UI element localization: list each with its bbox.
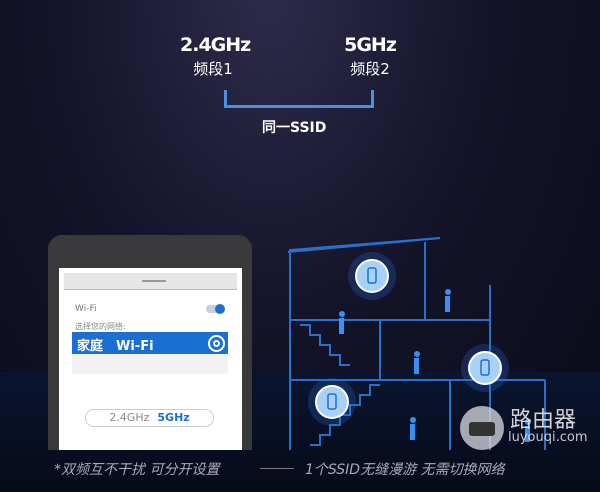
- select-network-label: 选择您的网络:: [75, 322, 126, 331]
- ssid-label: 同一SSID: [262, 120, 327, 136]
- house-diagram: [287, 237, 546, 450]
- watermark-logo: 路由器 luyouqi.com: [460, 402, 600, 454]
- top-bar: [64, 273, 237, 290]
- router-node-3: [308, 378, 356, 426]
- caption-right: 1个SSID无缝漫游 无需切换网络: [305, 462, 505, 478]
- band-2: 5GHz 频段2: [340, 34, 400, 79]
- watermark-name: 路由器: [510, 408, 577, 433]
- band-2-freq: 5GHz: [344, 34, 397, 56]
- caption-left: *双频互不干扰 可分开设置: [54, 462, 220, 478]
- phone: Wi-Fi 选择您的网络: 家庭 Wi-Fi 2.4GHz 5GHz: [48, 235, 252, 450]
- network-item-empty: [72, 354, 228, 374]
- network-item[interactable]: 家庭 Wi-Fi: [72, 332, 228, 354]
- people: [339, 289, 531, 442]
- router-node-2: [461, 344, 509, 392]
- wifi-toggle[interactable]: [206, 304, 225, 314]
- watermark-url: luyouqi.com: [508, 430, 588, 445]
- divider: [260, 468, 294, 469]
- band-5-option[interactable]: 5GHz: [157, 411, 190, 424]
- band-2-name: 频段2: [350, 60, 390, 78]
- band-1-name: 频段1: [193, 60, 233, 78]
- bracket: [224, 90, 374, 108]
- band-24-option[interactable]: 2.4GHz: [109, 411, 150, 424]
- wifi-label: Wi-Fi: [75, 304, 97, 314]
- wifi-signal-icon: [208, 335, 225, 352]
- band-1: 2.4GHz 频段1: [180, 34, 251, 79]
- network-name: 家庭 Wi-Fi: [77, 339, 154, 354]
- router-node-1: [348, 252, 396, 300]
- phone-screen: Wi-Fi 选择您的网络: 家庭 Wi-Fi 2.4GHz 5GHz: [59, 268, 242, 450]
- band-1-freq: 2.4GHz: [180, 34, 251, 56]
- band-switch[interactable]: 2.4GHz 5GHz: [85, 409, 214, 427]
- router-logo-icon: [460, 406, 504, 450]
